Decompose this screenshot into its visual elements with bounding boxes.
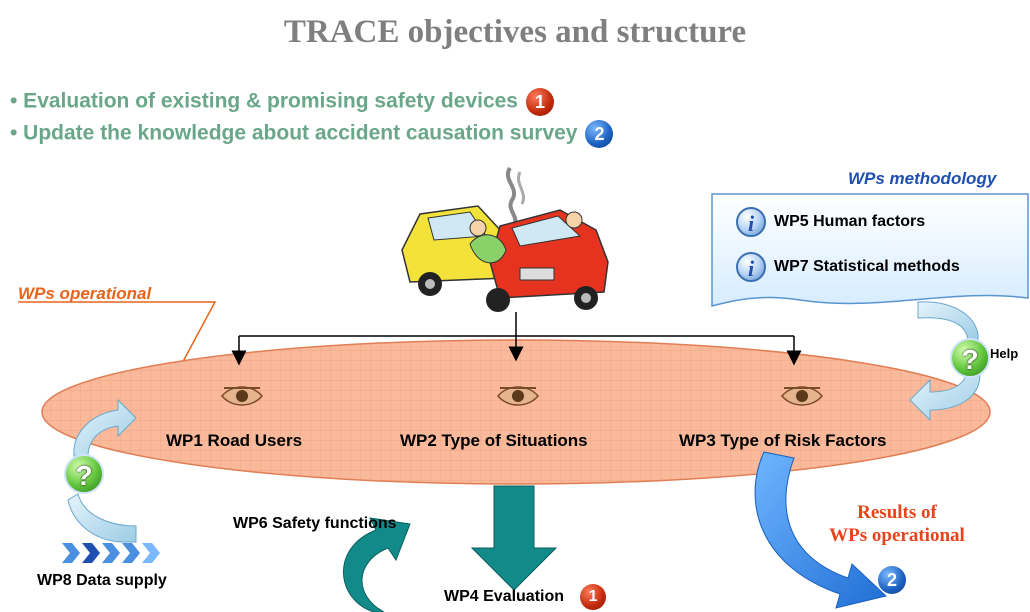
page-title: TRACE objectives and structure [283,14,747,50]
wp4-badge: 1 [580,584,607,610]
methodology-item-wp7: i WP7 Statistical methods [736,252,960,282]
results-line-2: WPs operational [829,525,965,546]
teal-down-arrow [470,485,558,591]
results-line-1: Results of [857,502,937,523]
help-label: Help [990,346,1019,361]
help-arrow-lower [909,371,981,422]
wp4-row: WP4 Evaluation 1 [444,584,607,610]
wp4-label: WP4 Evaluation [444,588,565,606]
operational-ellipse [41,339,991,485]
wp1-label: WP1 Road Users [166,431,303,450]
help-arrow-upper [917,301,979,341]
methodology-box [711,193,1029,307]
data-arrow-lower [67,493,137,543]
results-label: Results of WPs operational [802,501,992,547]
data-supply-chevrons [62,543,160,563]
objective-1-text: • Evaluation of existing & promising saf… [10,89,518,113]
methodology-item-label: WP7 Statistical methods [774,258,960,276]
info-icon: i [736,207,766,237]
wp2-label: WP2 Type of Situations [400,431,588,450]
results-badge: 2 [878,566,906,594]
help-question-icon: ? [950,338,990,378]
wp8-label: WP8 Data supply [37,572,167,589]
methodology-title: WPs methodology [848,169,997,188]
objective-2-text: • Update the knowledge about accident ca… [10,121,578,145]
methodology-item-wp5: i WP5 Human factors [736,207,925,237]
results-arrow [754,451,888,609]
objective-2-badge: 2 [585,120,614,148]
eye-icon-wp1 [221,386,263,406]
wp6-label: WP6 Safety functions [233,515,397,532]
data-question-icon: ? [64,454,104,494]
objective-1-badge: 1 [526,88,554,116]
operational-title: WPs operational [18,284,152,303]
methodology-item-label: WP5 Human factors [774,213,926,231]
info-icon: i [736,252,766,282]
car-crash-illustration [401,166,609,312]
eye-icon-wp3 [781,386,823,406]
wp3-label: WP3 Type of Risk Factors [679,431,887,450]
objective-2: • Update the knowledge about accident ca… [10,120,614,148]
eye-icon-wp2 [497,386,539,406]
objective-1: • Evaluation of existing & promising saf… [10,88,554,116]
